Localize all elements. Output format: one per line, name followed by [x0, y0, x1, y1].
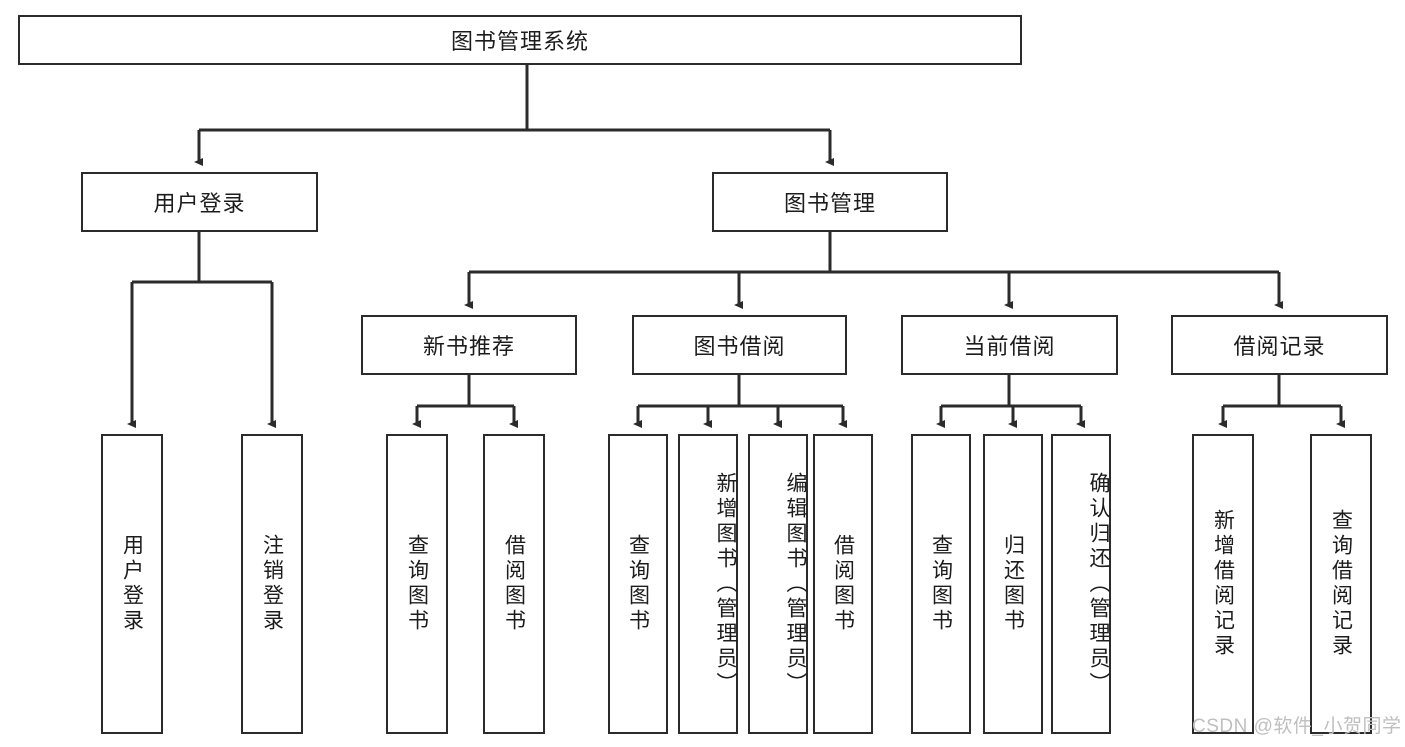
node-leaf-logout-login[interactable]: 注销登录: [241, 434, 303, 734]
node-leaf-query-book-borrow[interactable]: 查询图书: [608, 434, 668, 734]
node-leaf-confirm-return-admin[interactable]: 确认归还（管理员）: [1051, 434, 1111, 734]
node-leaf-add-borrow-record[interactable]: 新增借阅记录: [1192, 434, 1254, 734]
node-user-login[interactable]: 用户登录: [81, 172, 318, 232]
node-leaf-query-borrow-record[interactable]: 查询借阅记录: [1310, 434, 1372, 734]
node-leaf-return-book[interactable]: 归还图书: [983, 434, 1043, 734]
node-leaf-borrow-book-new[interactable]: 借阅图书: [483, 434, 545, 734]
node-leaf-borrow-book[interactable]: 借阅图书: [813, 434, 873, 734]
node-book-manage[interactable]: 图书管理: [712, 172, 948, 232]
node-current-borrow[interactable]: 当前借阅: [901, 315, 1118, 375]
node-leaf-query-book-new[interactable]: 查询图书: [386, 434, 448, 734]
node-borrow-record[interactable]: 借阅记录: [1171, 315, 1388, 375]
watermark-csdn: CSDN @软件_小贺同学: [1192, 716, 1402, 737]
node-leaf-query-book-current[interactable]: 查询图书: [911, 434, 971, 734]
node-leaf-edit-book-admin[interactable]: 编辑图书（管理员）: [748, 434, 808, 734]
node-new-book-recommend[interactable]: 新书推荐: [361, 315, 577, 375]
node-root[interactable]: 图书管理系统: [18, 15, 1022, 65]
node-book-borrow[interactable]: 图书借阅: [632, 315, 847, 375]
node-leaf-add-book-admin[interactable]: 新增图书（管理员）: [678, 434, 738, 734]
node-leaf-user-login[interactable]: 用户登录: [101, 434, 163, 734]
